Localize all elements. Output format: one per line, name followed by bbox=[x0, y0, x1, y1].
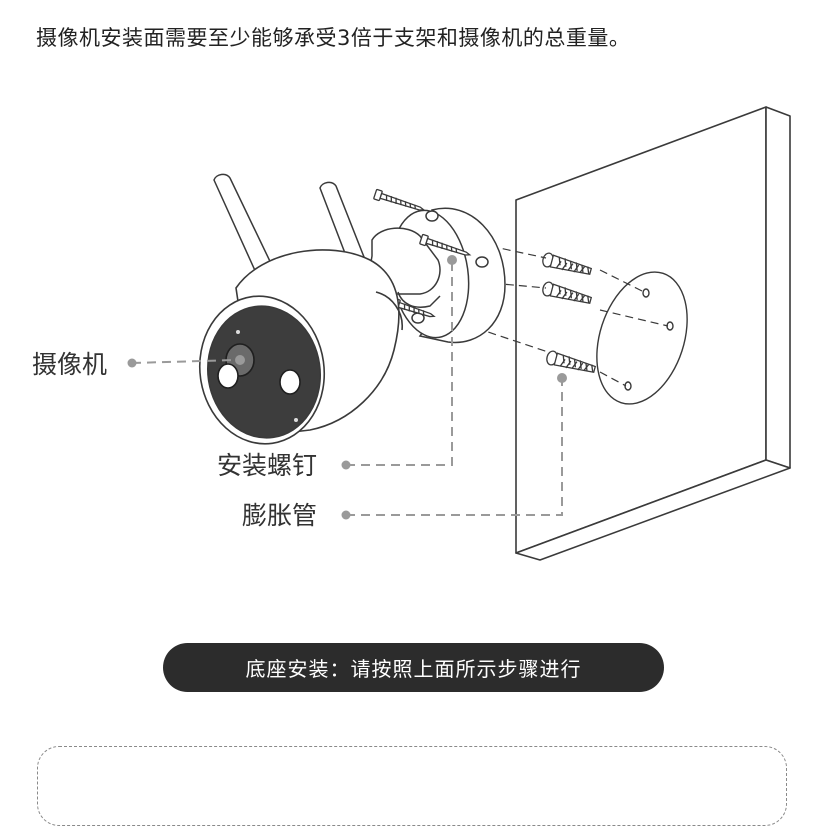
banner-text: 底座安装：请按照上面所示步骤进行 bbox=[245, 657, 582, 681]
label-expansion-tube: 膨胀管 bbox=[242, 501, 318, 530]
alignment-lines bbox=[475, 245, 669, 387]
instruction-text: 摄像机安装面需要至少能够承受3倍于支架和摄像机的总重量。 bbox=[36, 26, 631, 50]
installation-diagram bbox=[127, 106, 791, 561]
camera-body bbox=[198, 249, 403, 445]
callout-leaders bbox=[131, 260, 563, 516]
instruction-banner: 底座安装：请按照上面所示步骤进行 bbox=[163, 643, 664, 692]
expansion-tube bbox=[542, 252, 597, 374]
label-camera: 摄像机 bbox=[32, 350, 108, 379]
next-step-panel bbox=[37, 746, 787, 826]
label-mounting-screw: 安装螺钉 bbox=[217, 451, 318, 480]
callout-dots bbox=[127, 255, 567, 520]
wall-panel bbox=[515, 106, 791, 561]
